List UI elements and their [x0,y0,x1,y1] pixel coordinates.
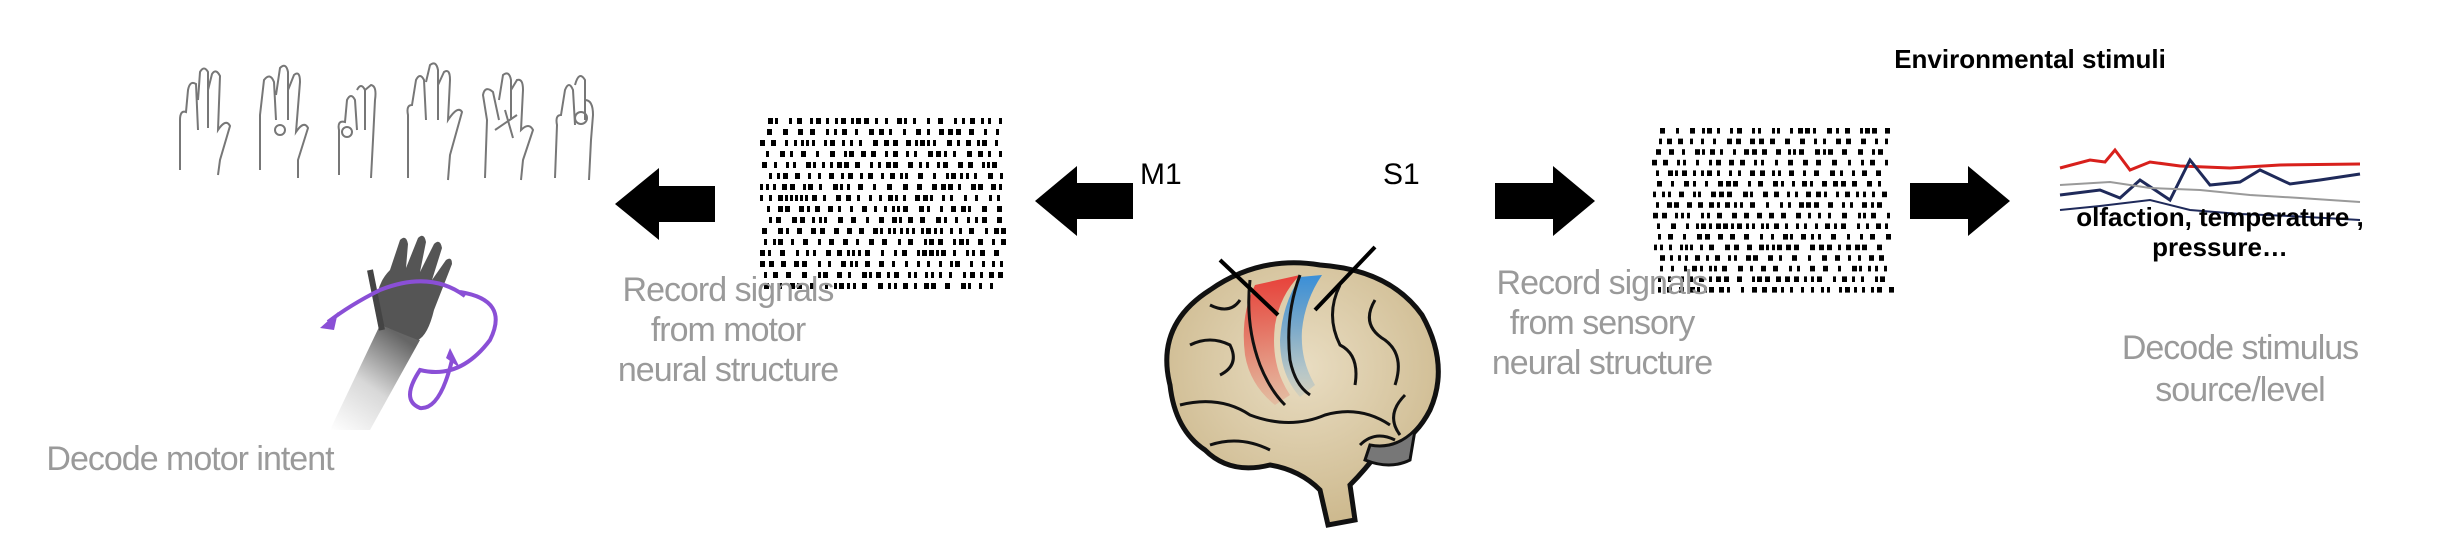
stimuli-types-label: olfaction, temperature , pressure… [2076,202,2364,262]
arrow-left-icon [1035,166,1133,236]
motor-spike-raster [760,118,1006,289]
hand-gestures [179,62,595,181]
brain-icon [1164,245,1441,528]
hand-gesture-icon [481,72,535,181]
sensory-spike-raster [1652,128,1894,293]
decode-stimulus-label: Decode stimulus source/level [2121,329,2359,409]
s1-label: S1 [1383,158,1420,191]
hand-gesture-icon [259,64,310,178]
m1-label: M1 [1140,158,1182,191]
arrow-right-icon [1495,166,1595,236]
stimulus-traces [2059,147,2361,221]
hand-gesture-icon [406,62,464,181]
motor-record-label: Record signals from motor neural structu… [617,271,839,389]
robotic-hand-icon [320,235,498,430]
environmental-stimuli-title: Environmental stimuli [1894,44,2166,74]
arrow-left-icon [615,168,715,240]
trajectory-path [408,290,498,411]
arrow-right-icon [1910,166,2010,236]
hand-gesture-icon [337,83,377,179]
hand-gesture-icon [179,67,232,176]
decode-motor-label: Decode motor intent [46,440,334,478]
hand-gesture-icon [554,75,595,181]
sensory-record-label: Record signals from sensory neural struc… [1491,264,1713,382]
